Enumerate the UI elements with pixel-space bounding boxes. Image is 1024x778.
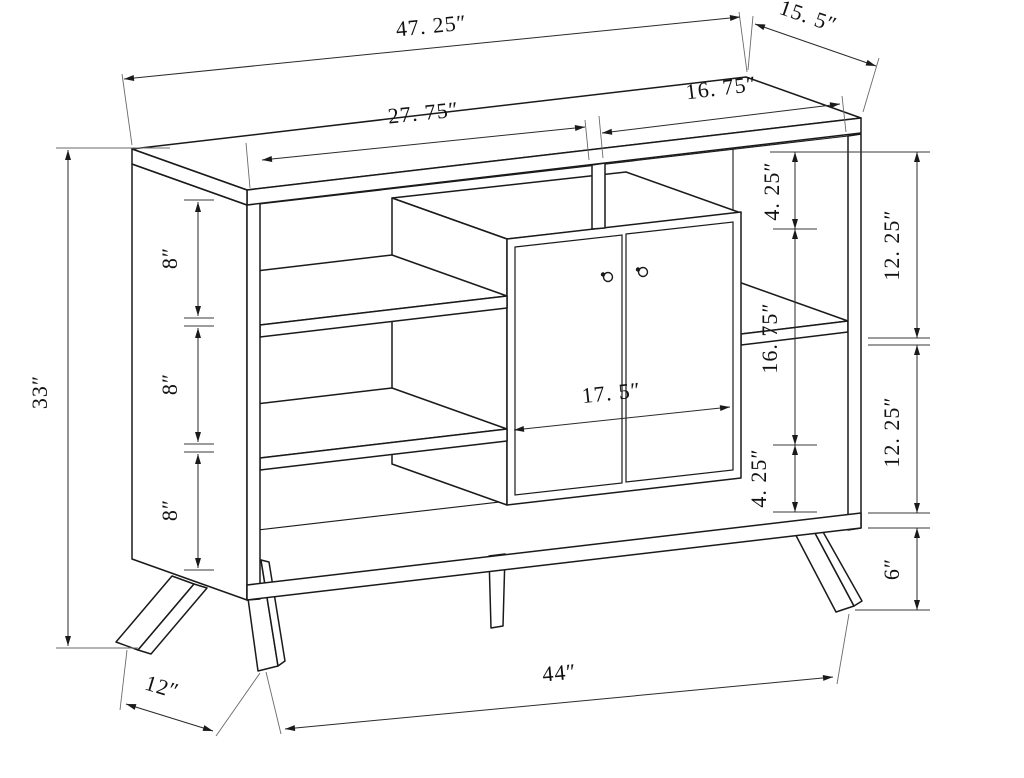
dim-lower-gap-label: 4. 25″: [746, 448, 771, 507]
dim-cabinet-height-label: 16. 75″: [757, 302, 782, 373]
dim-leg-depth-label: 12″: [142, 670, 182, 704]
dimension-leg-depth: 12″: [119, 649, 261, 737]
dimension-cabinet-width: 17. 5″: [513, 377, 731, 432]
dim-leg-height-label: 6″: [879, 558, 904, 580]
center-divider: [591, 162, 606, 230]
cabinet: [391, 162, 742, 506]
dim-shelf-gap-3-label: 8″: [157, 499, 182, 521]
door-knob-left: [600, 271, 614, 283]
right-panel: [847, 133, 862, 531]
dim-right-lower-label: 12. 25″: [879, 396, 904, 467]
cabinet-door-right: [625, 221, 734, 483]
dimension-cabinet-height: 16. 75″: [757, 229, 817, 446]
dimension-leg-height: 6″: [855, 527, 930, 611]
dim-overall-height-label: 33″: [27, 375, 52, 409]
dim-shelf-gap-2-label: 8″: [157, 373, 182, 395]
dimension-base-width: 44″: [265, 613, 850, 735]
door-knob-right: [635, 266, 649, 278]
dim-right-upper-label: 12. 25″: [879, 209, 904, 280]
dim-upper-gap-label: 4. 25″: [759, 161, 784, 220]
dimension-overall-height: 33″: [27, 147, 170, 649]
dimension-upper-gap: 4. 25″: [759, 151, 930, 230]
dim-base-width-label: 44″: [541, 658, 577, 686]
dim-cabinet-width-label: 17. 5″: [580, 377, 641, 408]
dimension-right-upper: 12. 25″: [868, 152, 930, 339]
leg-front-left: [115, 575, 208, 655]
dimension-right-lower: 12. 25″: [868, 344, 930, 514]
dimension-shelf-gaps: 8″ 8″ 8″: [157, 199, 214, 571]
dim-top-width-label: 47. 25″: [395, 10, 468, 42]
dimension-lower-gap: 4. 25″: [746, 445, 817, 513]
bottom-panel: [246, 512, 862, 601]
dim-top-depth-label: 15. 5″: [776, 0, 840, 37]
dim-shelf-gap-1-label: 8″: [157, 247, 182, 269]
left-panel: [131, 163, 261, 601]
